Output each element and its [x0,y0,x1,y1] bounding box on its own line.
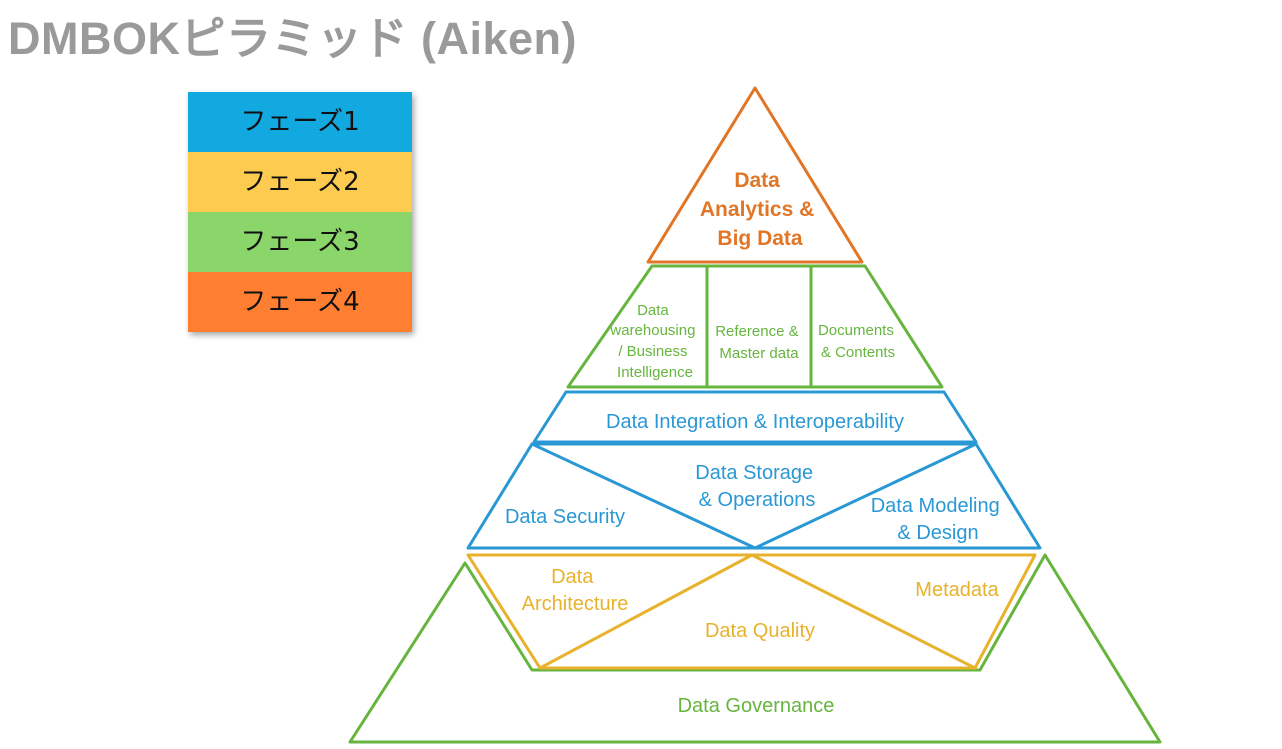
governance-label: Data Governance [678,695,835,717]
analytics-line-1: Data [734,169,780,192]
page-title: DMBOKピラミッド (Aiken) [8,13,577,64]
integration-tier: Data Integration & Interoperability [532,390,978,444]
content-outline [566,264,944,389]
content-tier: Data warehousing / Business Intelligence… [566,264,944,389]
modeling-line-2: & Design [897,522,978,544]
storage-triangle [530,442,978,550]
analytics-outline [646,86,864,264]
analytics-line-3: Big Data [717,227,803,250]
reference-line-2: Master data [719,345,799,362]
legend-phase-4: フェーズ4 [188,272,412,332]
dw-bi-line-4: Intelligence [617,364,693,381]
integration-outline [532,390,978,444]
documents-line-2: & Contents [821,344,895,361]
documents-line-1: Documents [818,322,894,339]
architecture-line-1: Data [551,566,594,588]
legend-phase-1: フェーズ1 [188,92,412,152]
governance-outline [348,553,1162,744]
reference-master-label: Reference & Master data [715,323,803,362]
metadata-label: Metadata [915,579,999,601]
foundation-tier: Data Architecture Data Quality Metadata [466,553,1037,670]
dw-bi-label: Data warehousing / Business Intelligence [609,302,699,381]
architecture-label: Data Architecture [522,566,629,615]
storage-label: Data Storage & Operations [695,462,818,511]
modeling-line-1: Data Modeling [871,495,1000,517]
dw-bi-line-3: / Business [618,343,687,360]
governance-tier: Data Governance [348,553,1162,744]
operations-tier: Data Security Data Storage & Operations … [466,442,1042,550]
reference-line-1: Reference & [715,323,798,340]
phase-legend: フェーズ1 フェーズ2 フェーズ3 フェーズ4 [188,92,412,332]
legend-phase-2: フェーズ2 [188,152,412,212]
quality-label: Data Quality [705,620,815,642]
documents-contents-label: Documents & Contents [818,322,898,361]
analytics-label: Data Analytics & Big Data [700,169,820,250]
storage-line-2: & Operations [699,489,816,511]
legend-phase-3: フェーズ3 [188,212,412,272]
security-label: Data Security [505,506,625,528]
architecture-line-2: Architecture [522,593,629,615]
integration-label: Data Integration & Interoperability [606,411,904,433]
dw-bi-line-1: Data [637,302,669,319]
storage-line-1: Data Storage [695,462,813,484]
analytics-tier: Data Analytics & Big Data [646,86,864,264]
dw-bi-line-2: warehousing [609,322,695,339]
modeling-label: Data Modeling & Design [871,495,1006,544]
analytics-line-2: Analytics & [700,198,814,221]
quality-triangle [538,553,977,670]
